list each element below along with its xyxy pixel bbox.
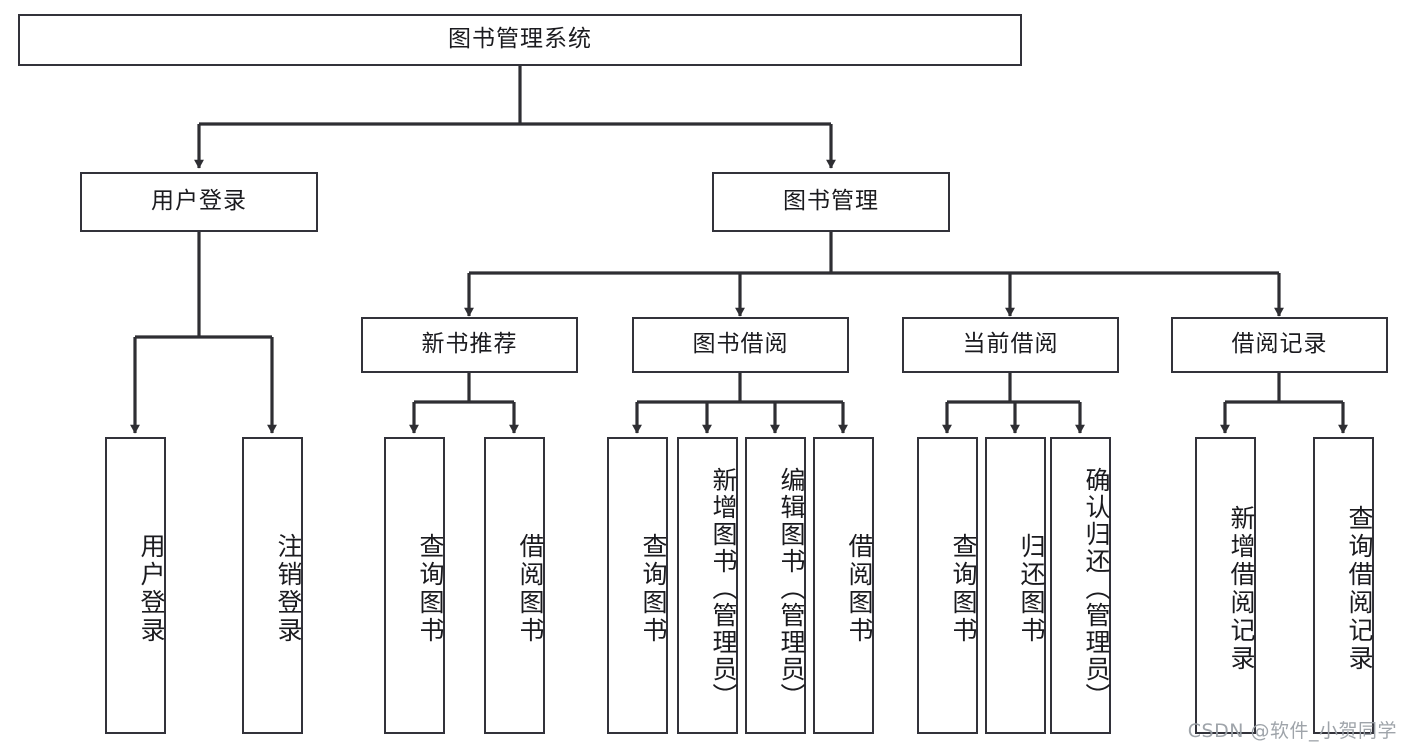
node-label: 借阅图书 (516, 532, 545, 645)
node-label: 借阅图书 (845, 532, 874, 645)
node-label: 当前借阅 (962, 331, 1059, 358)
node-user-login[interactable]: 用户登录 (80, 172, 318, 232)
node-label: 用户登录 (151, 188, 247, 215)
node-leaf-user-login[interactable]: 用户登录 (105, 437, 166, 734)
node-label: 图书管理系统 (448, 26, 592, 53)
node-book-management[interactable]: 图书管理 (712, 172, 950, 232)
node-label: 归还图书 (1017, 532, 1046, 645)
node-label: 新增图书（管理员） (709, 467, 738, 710)
node-leaf-borrow-book-recommend[interactable]: 借阅图书 (484, 437, 545, 734)
node-label: 查询图书 (416, 532, 445, 645)
node-leaf-query-borrow-record[interactable]: 查询借阅记录 (1313, 437, 1374, 734)
node-label: 图书管理 (783, 188, 879, 215)
watermark-text: CSDN @软件_小贺同学 (1187, 720, 1397, 742)
node-leaf-query-book-recommend[interactable]: 查询图书 (384, 437, 445, 734)
node-leaf-confirm-return-admin[interactable]: 确认归还（管理员） (1050, 437, 1111, 734)
node-label: 新书推荐 (421, 331, 518, 358)
node-label: 确认归还（管理员） (1082, 467, 1111, 710)
node-leaf-borrow-book[interactable]: 借阅图书 (813, 437, 874, 734)
node-leaf-query-book-borrow[interactable]: 查询图书 (607, 437, 668, 734)
node-label: 图书借阅 (692, 331, 789, 358)
node-label: 用户登录 (137, 532, 166, 645)
node-current-borrow[interactable]: 当前借阅 (902, 317, 1119, 373)
node-label: 注销登录 (274, 532, 303, 645)
node-label: 查询借阅记录 (1345, 504, 1374, 673)
node-label: 查询图书 (639, 532, 668, 645)
node-new-book-recommend[interactable]: 新书推荐 (361, 317, 578, 373)
node-label: 编辑图书（管理员） (777, 467, 806, 710)
node-leaf-query-book-current[interactable]: 查询图书 (917, 437, 978, 734)
node-book-borrow[interactable]: 图书借阅 (632, 317, 849, 373)
node-borrow-record[interactable]: 借阅记录 (1171, 317, 1388, 373)
node-root-book-management-system[interactable]: 图书管理系统 (18, 14, 1022, 66)
node-label: 新增借阅记录 (1227, 504, 1256, 673)
node-leaf-add-borrow-record[interactable]: 新增借阅记录 (1195, 437, 1256, 734)
node-label: 借阅记录 (1231, 331, 1328, 358)
node-leaf-return-book[interactable]: 归还图书 (985, 437, 1046, 734)
node-label: 查询图书 (949, 532, 978, 645)
node-leaf-logout-login[interactable]: 注销登录 (242, 437, 303, 734)
node-leaf-edit-book-admin[interactable]: 编辑图书（管理员） (745, 437, 806, 734)
node-leaf-add-book-admin[interactable]: 新增图书（管理员） (677, 437, 738, 734)
